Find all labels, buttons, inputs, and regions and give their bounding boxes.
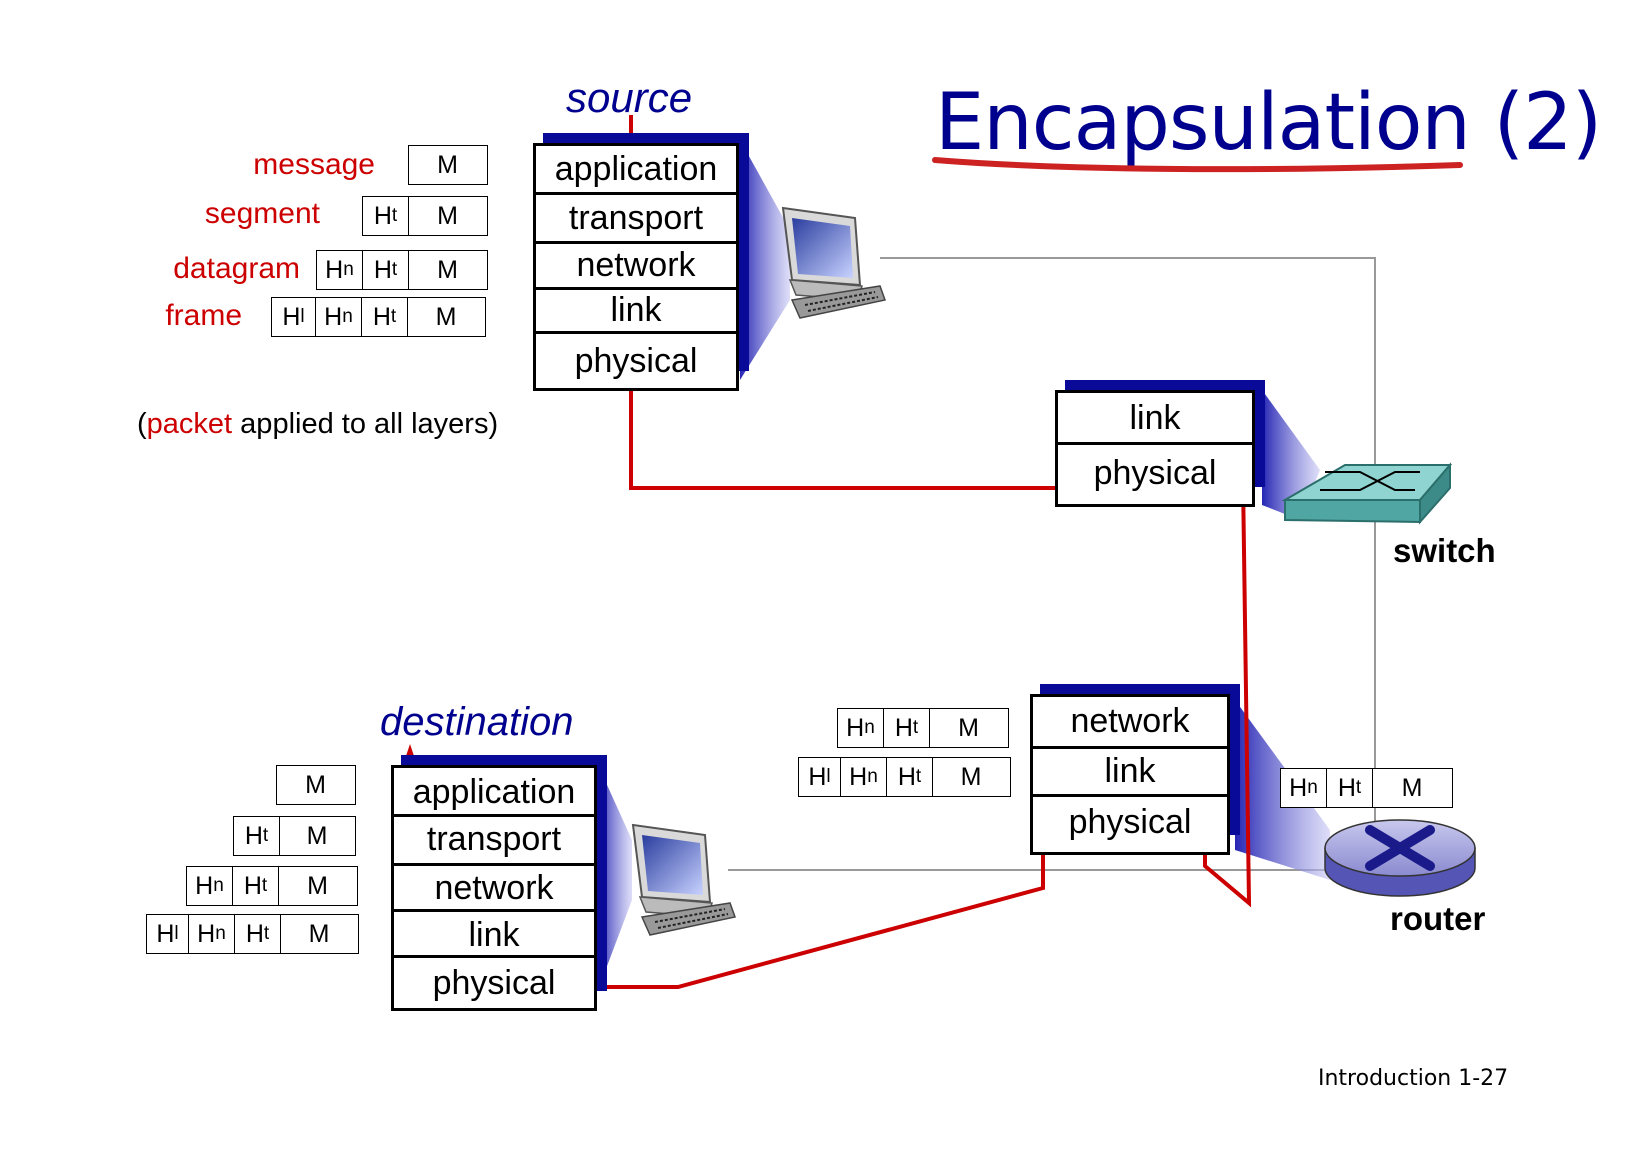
payload-cell: M xyxy=(437,201,458,230)
router-layer-link: link xyxy=(1033,749,1227,797)
switch-layer-link: link xyxy=(1058,393,1252,445)
switch-icon xyxy=(1281,462,1453,525)
packet-note-term: packet xyxy=(146,408,233,440)
source-beam xyxy=(740,140,790,380)
switch-label: switch xyxy=(1393,532,1496,569)
router-icon xyxy=(1324,819,1476,897)
packet-note: (packet applied to all layers) xyxy=(137,408,498,441)
dest-message-packet: M xyxy=(276,765,356,805)
payload-cell: M xyxy=(435,302,457,331)
source-computer-icon xyxy=(781,206,886,319)
destination-layer-transport: transport xyxy=(394,817,594,866)
source-layer-transport: transport xyxy=(536,195,736,244)
legend-message-packet: M xyxy=(408,145,488,185)
payload-cell: M xyxy=(305,770,326,799)
router-stack: network link physical xyxy=(1030,684,1240,855)
legend-message: message xyxy=(253,148,375,181)
destination-computer-icon xyxy=(631,823,736,936)
page-title: Encapsulation (2) xyxy=(935,78,1602,168)
switch-stack: link physical xyxy=(1055,380,1265,507)
router-label: router xyxy=(1390,900,1486,937)
payload-cell: M xyxy=(437,255,458,284)
legend-frame: frame xyxy=(165,299,242,332)
source-label: source xyxy=(566,74,693,121)
router-layer-network: network xyxy=(1033,697,1227,749)
payload-cell: M xyxy=(307,871,328,900)
source-layer-application: application xyxy=(536,146,736,195)
title-underline xyxy=(932,157,1463,173)
source-layer-physical: physical xyxy=(574,342,698,380)
payload-cell: M xyxy=(437,150,458,179)
destination-layer-link: link xyxy=(394,912,594,958)
switch-layer-physical: physical xyxy=(1093,454,1217,492)
source-layer-network: network xyxy=(536,244,736,290)
link-source-switch xyxy=(880,257,1376,870)
packet-note-rest: applied to all layers) xyxy=(232,408,499,440)
packet-note-open: ( xyxy=(137,408,147,440)
source-stack: application transport network link physi… xyxy=(533,133,749,391)
legend-datagram: datagram xyxy=(173,252,300,285)
destination-label: destination xyxy=(380,700,574,744)
legend-segment: segment xyxy=(204,197,320,230)
destination-layer-network: network xyxy=(394,866,594,912)
router-layer-physical: physical xyxy=(1068,803,1192,841)
destination-stack: application transport network link physi… xyxy=(391,755,607,1011)
payload-cell: M xyxy=(308,919,330,948)
destination-layer-application: application xyxy=(394,768,594,817)
payload-cell: M xyxy=(1401,773,1423,802)
payload-cell: M xyxy=(960,762,982,791)
payload-cell: M xyxy=(958,713,979,742)
source-layer-link: link xyxy=(536,290,736,334)
payload-cell: M xyxy=(306,821,328,850)
destination-layer-physical: physical xyxy=(432,964,556,1002)
slide-footer: Introduction 1-27 xyxy=(1318,1066,1509,1091)
